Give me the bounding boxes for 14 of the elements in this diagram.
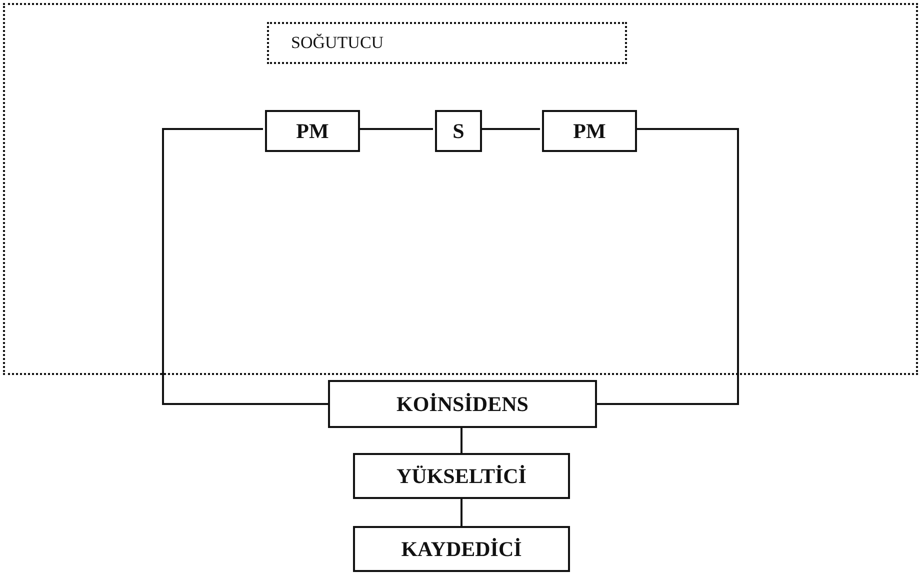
- connector-line: [460, 499, 462, 526]
- label-box: SOĞUTUCU: [267, 22, 627, 64]
- connector-line: [480, 128, 540, 130]
- process-box: S: [435, 110, 482, 152]
- connector-line: [460, 428, 462, 453]
- process-box: YÜKSELTİCİ: [353, 453, 570, 499]
- connector-line: [597, 128, 739, 405]
- process-box: PM: [542, 110, 637, 152]
- connector-line: [358, 128, 433, 130]
- process-box: PM: [265, 110, 360, 152]
- connector-line: [162, 128, 328, 405]
- process-box: KAYDEDİCİ: [353, 526, 570, 572]
- dotted-enclosure: [3, 3, 918, 375]
- process-box: KOİNSİDENS: [328, 380, 597, 428]
